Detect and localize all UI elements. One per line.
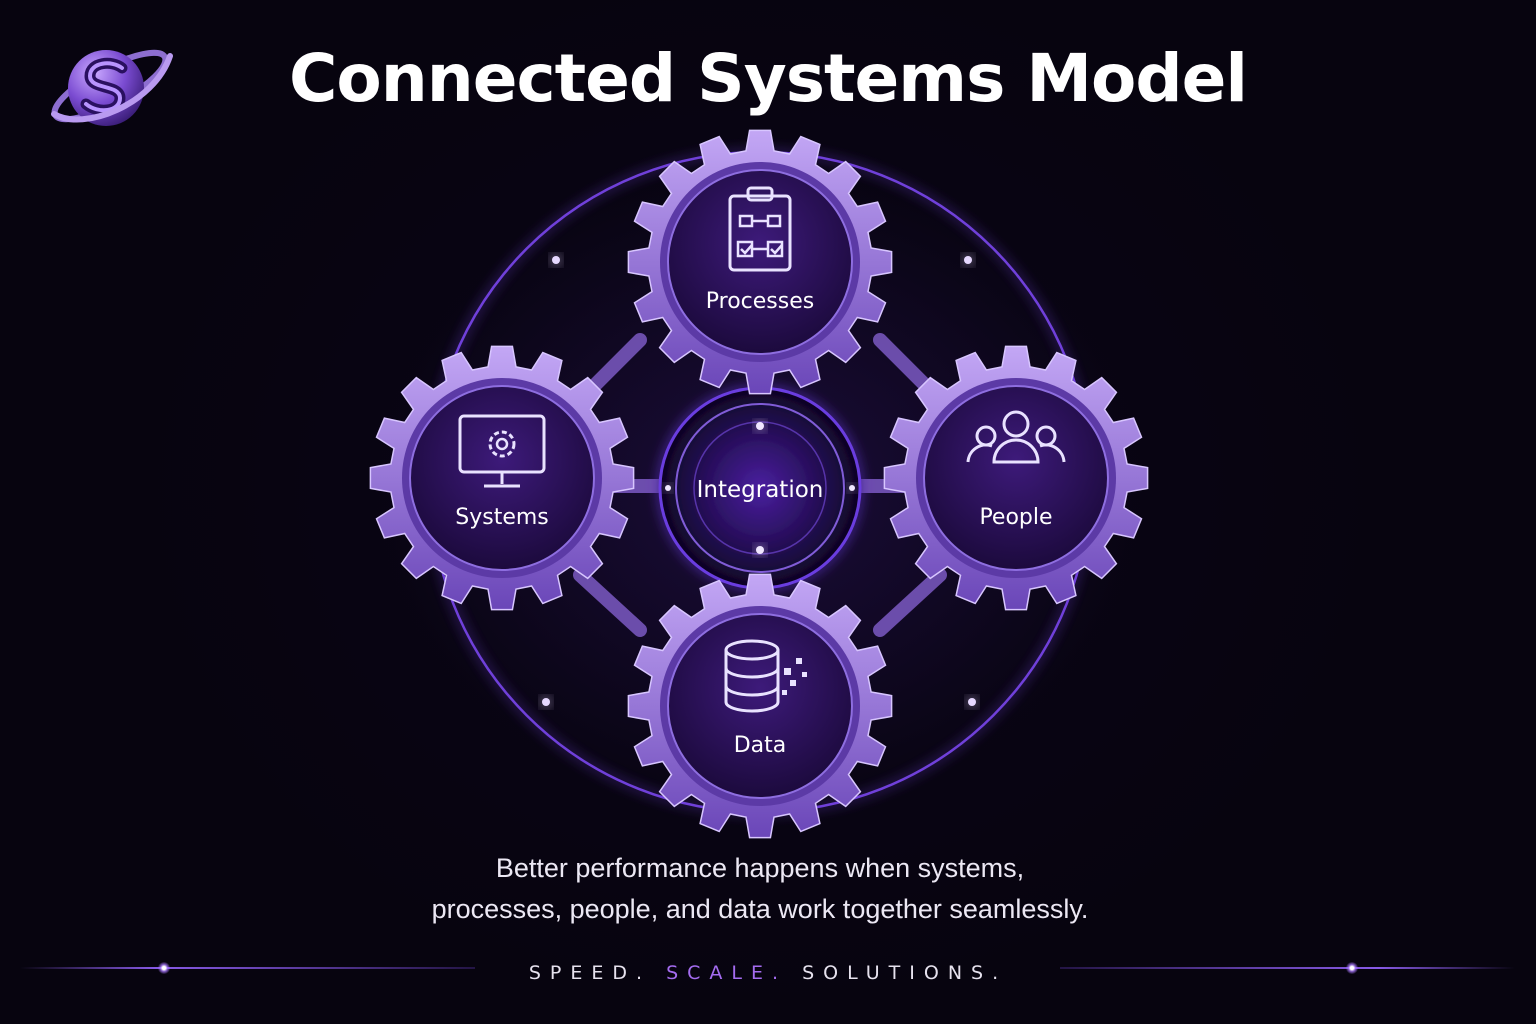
monitor-gear-icon (458, 414, 546, 488)
people-group-icon (966, 410, 1066, 464)
gear-data-face (667, 613, 853, 799)
page-title: Connected Systems Model (288, 40, 1248, 117)
tagline-scale: SCALE. (666, 962, 788, 984)
divider-spark-left (158, 962, 170, 974)
tagline-speed: SPEED. (528, 962, 652, 984)
gear-people-face (923, 385, 1109, 571)
gear-data-label: Data (734, 733, 787, 758)
gear-processes: Processes (627, 129, 893, 395)
gear-systems-label: Systems (455, 505, 549, 530)
ring-spark-2 (964, 256, 972, 264)
divider-right (1060, 967, 1515, 969)
caption-line-1: Better performance happens when systems, (495, 853, 1025, 883)
database-icon (724, 639, 807, 713)
planet-s-logo-icon (51, 49, 173, 126)
gear-people: People (883, 345, 1149, 611)
gear-people-label: People (979, 505, 1052, 530)
divider-left (20, 967, 475, 969)
ring-spark-4 (968, 698, 976, 706)
tagline: SPEED. SCALE. SOLUTIONS. (0, 962, 1536, 984)
tagline-solutions: SOLUTIONS. (802, 962, 1008, 984)
caption-line-2: processes, people, and data work togethe… (431, 894, 1089, 924)
gear-processes-label: Processes (706, 289, 814, 314)
gear-processes-face (667, 169, 853, 355)
hub-label: Integration (697, 477, 824, 503)
caption: Better performance happens when systems,… (300, 848, 1220, 930)
divider-spark-right (1346, 962, 1358, 974)
clipboard-flowchart-icon (728, 186, 792, 272)
ring-spark-3 (542, 698, 550, 706)
gear-data: Data (627, 573, 893, 839)
ring-spark-1 (552, 256, 560, 264)
integration-hub: Integration (658, 386, 862, 590)
gear-systems: Systems (369, 345, 635, 611)
